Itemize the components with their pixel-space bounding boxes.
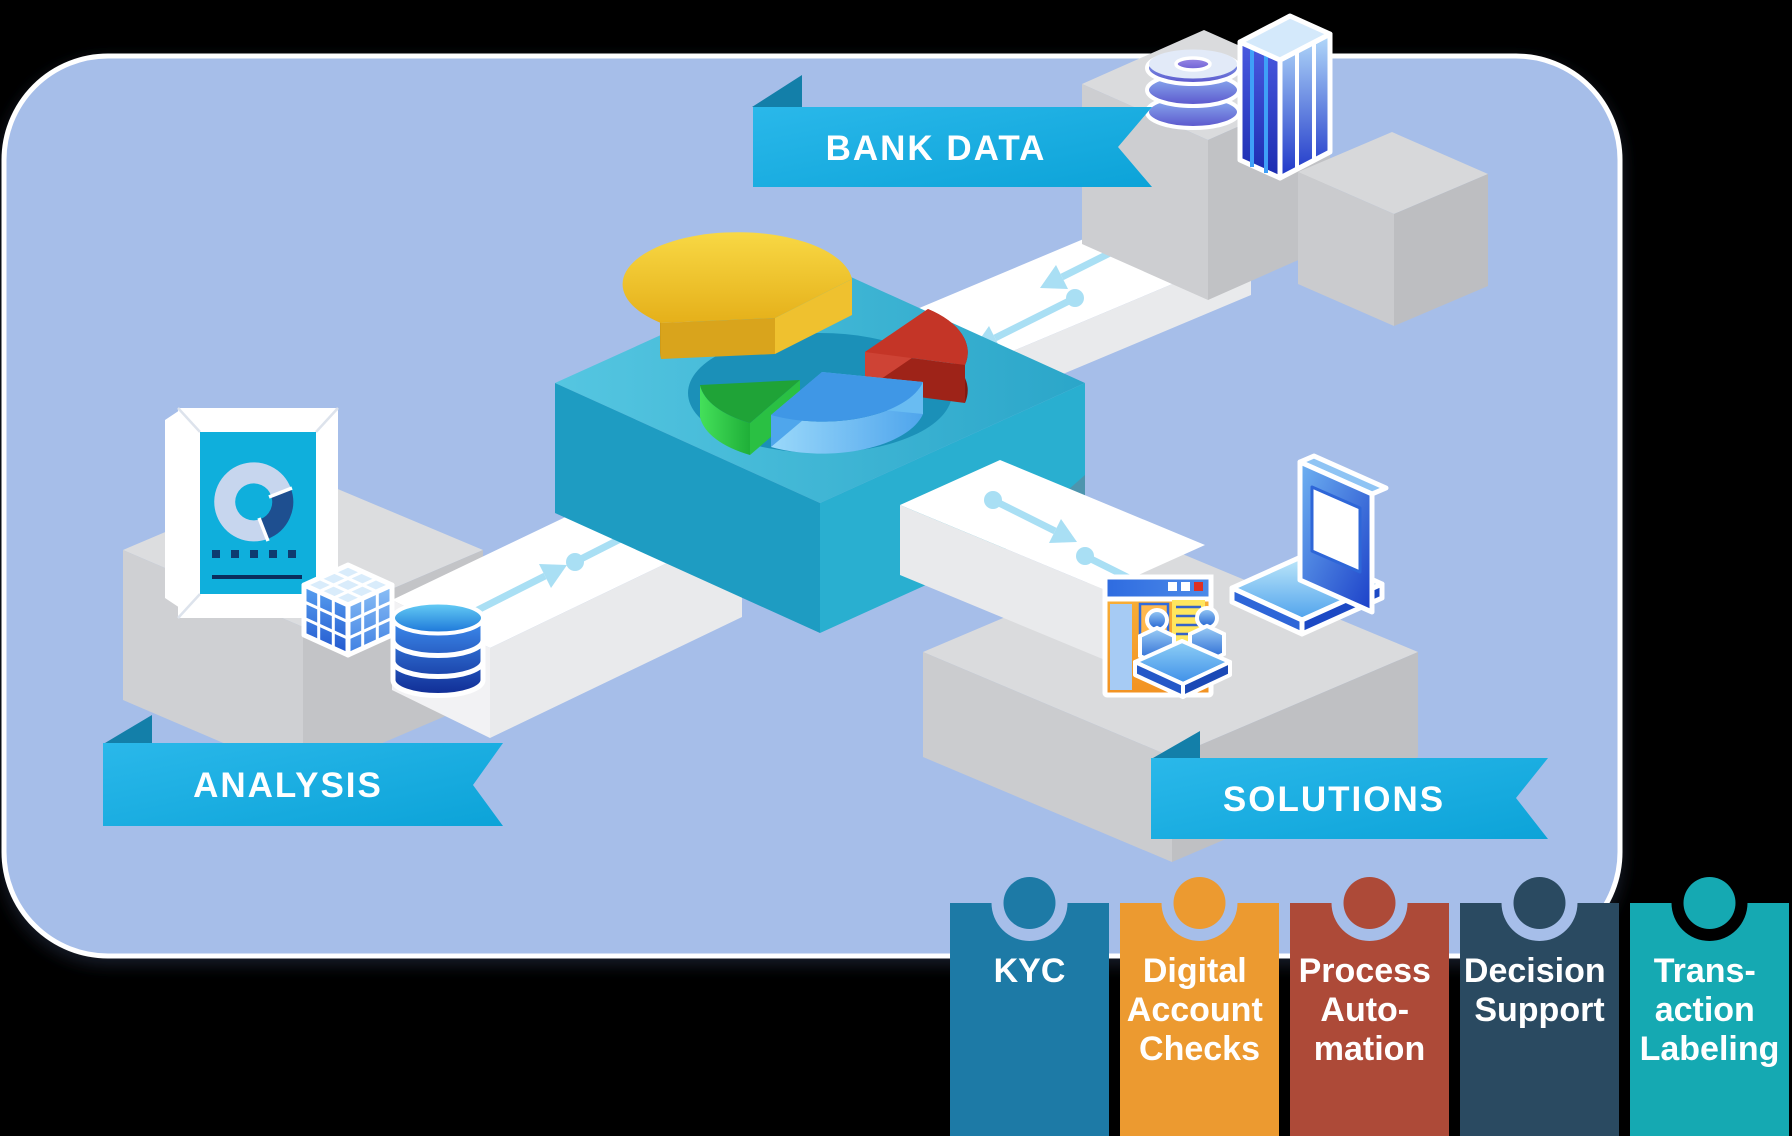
platform-step-top xyxy=(1298,132,1488,214)
report-dots xyxy=(212,550,296,558)
solution-tag-process-automation: Process Auto- mation xyxy=(1290,877,1449,1136)
person-icon xyxy=(1138,608,1176,667)
window-button xyxy=(1168,582,1177,591)
ribbon-body xyxy=(1151,758,1548,839)
ribbon-solutions: SOLUTIONS xyxy=(1151,731,1548,839)
tag-pin-circle xyxy=(1683,877,1736,929)
road-top xyxy=(900,460,1205,590)
disk-stack-icon xyxy=(1145,49,1241,130)
window-close-button xyxy=(1194,582,1203,591)
ribbon-bank-data: BANK DATA xyxy=(752,75,1152,187)
tag-shape xyxy=(1290,903,1449,1136)
platform-left-face xyxy=(555,383,820,633)
tag-label: KYC xyxy=(994,952,1066,990)
tag-label: Decision Support xyxy=(1464,952,1615,1029)
report-underline xyxy=(212,575,302,579)
flow-arrow-icon xyxy=(984,491,1077,543)
road-front xyxy=(490,527,742,738)
road-front xyxy=(900,505,1105,660)
solution-tag-kyc: KYC xyxy=(950,877,1109,1136)
tag-pin-circle xyxy=(1513,877,1566,929)
window-button xyxy=(1181,582,1190,591)
tag-shape xyxy=(950,903,1109,1136)
meeting-tile xyxy=(1133,639,1232,699)
tag-pin-circle xyxy=(1343,877,1396,929)
ribbon-fold xyxy=(752,75,802,107)
cube-grid xyxy=(303,570,393,649)
ribbon-label: BANK DATA xyxy=(826,129,1047,168)
tag-shape xyxy=(1120,903,1279,1136)
report-document-icon xyxy=(165,407,339,619)
solution-tag-transaction-labeling: Trans- action Labeling xyxy=(1630,877,1789,1136)
platform-step-right xyxy=(1394,174,1488,326)
ribbon-label: ANALYSIS xyxy=(193,766,383,805)
browser-sidebar xyxy=(1110,604,1132,690)
tag-shape xyxy=(1460,903,1619,1136)
data-cube-icon xyxy=(301,562,395,658)
ribbon-body xyxy=(103,743,503,826)
laptop-icon xyxy=(1229,453,1389,637)
ribbon-analysis: ANALYSIS xyxy=(103,715,503,826)
database-cylinder-icon xyxy=(390,600,486,698)
tag-shape xyxy=(1630,903,1789,1136)
solution-tag-digital-account-checks: Digital Account Checks xyxy=(1120,877,1279,1136)
tag-pin-circle xyxy=(1003,877,1056,929)
ribbon-body xyxy=(753,107,1152,187)
road-center-to-solutions xyxy=(900,460,1205,660)
pie-slice-yellow xyxy=(622,232,852,359)
ribbon-fold xyxy=(1153,731,1200,758)
ribbon-fold xyxy=(105,715,152,743)
pie-slice-blue xyxy=(771,372,923,454)
platform-step-left xyxy=(1298,172,1394,326)
donut-chart-icon xyxy=(214,462,294,542)
tag-pin-circle xyxy=(1173,877,1226,929)
pie-chart-3d-icon xyxy=(622,232,968,455)
tag-label: Process Auto- mation xyxy=(1299,952,1441,1068)
browser-meeting-icon xyxy=(1102,574,1232,699)
platform-left-face xyxy=(123,550,303,777)
server-tower-icon xyxy=(1237,13,1333,181)
tag-label: Trans- action Labeling xyxy=(1640,952,1780,1068)
tag-label: Digital Account Checks xyxy=(1127,952,1272,1068)
ribbon-label: SOLUTIONS xyxy=(1223,780,1445,819)
platform-left-face xyxy=(923,652,1172,862)
solution-tag-decision-support: Decision Support xyxy=(1460,877,1619,1136)
